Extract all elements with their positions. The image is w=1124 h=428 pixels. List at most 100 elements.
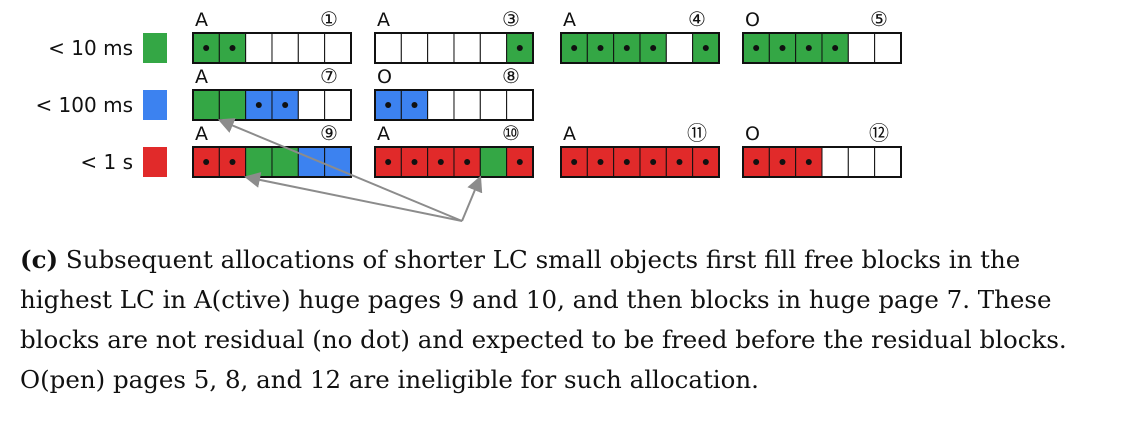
page-state-label: A	[563, 9, 576, 31]
free-block	[847, 32, 876, 64]
free-block	[479, 89, 508, 121]
residual-dot	[753, 45, 760, 51]
figure-caption: (c) Subsequent allocations of shorter LC…	[20, 240, 1110, 400]
residual-dot	[203, 159, 210, 165]
page-outline	[560, 146, 720, 178]
caption-text: Subsequent allocations of shorter LC sma…	[20, 245, 1067, 394]
residual-dot	[753, 159, 760, 165]
free-block	[479, 32, 508, 64]
free-block	[453, 32, 481, 64]
caption-label: (c)	[20, 245, 59, 274]
page-number-label: ⑫	[869, 121, 889, 145]
residual-dot	[702, 159, 709, 165]
page-number-label: ⑪	[687, 121, 707, 145]
residual-dot	[571, 45, 578, 51]
free-block	[427, 32, 455, 64]
residual-dot	[229, 45, 236, 51]
page-number-label: ③	[502, 7, 520, 31]
block	[245, 146, 273, 178]
free-block	[400, 32, 429, 64]
row-color-swatch	[143, 90, 167, 120]
free-block	[324, 89, 352, 121]
residual-dot	[203, 45, 210, 51]
residual-dot	[282, 102, 289, 108]
page-number-label: ⑦	[320, 64, 338, 88]
page-outline	[374, 32, 534, 64]
residual-dot	[597, 45, 604, 51]
residual-dot	[805, 45, 812, 51]
free-block	[324, 32, 352, 64]
page-state-label: A	[195, 9, 208, 31]
page-state-label: A	[195, 123, 208, 145]
residual-dot	[229, 159, 236, 165]
residual-block	[795, 32, 823, 64]
free-block	[297, 32, 326, 64]
residual-dot	[623, 159, 630, 165]
page-outline	[374, 146, 534, 178]
row-color-swatch	[143, 33, 167, 63]
page-number-label: ⑧	[502, 64, 520, 88]
residual-dot	[832, 45, 839, 51]
row-label: < 100 ms	[35, 93, 133, 117]
page-number-label: ④	[688, 7, 706, 31]
free-block	[506, 89, 534, 121]
page-outline	[742, 146, 902, 178]
row-color-swatch	[143, 147, 167, 177]
allocation-arrow	[461, 175, 483, 222]
free-block	[374, 32, 402, 64]
page-outline	[374, 89, 534, 121]
page-outline	[560, 32, 720, 64]
residual-dot	[464, 159, 471, 165]
free-block	[453, 89, 481, 121]
block	[479, 146, 508, 178]
residual-dot	[676, 159, 683, 165]
page-state-label: A	[563, 123, 576, 145]
page-outline	[192, 32, 352, 64]
residual-dot	[385, 102, 392, 108]
free-block	[821, 146, 849, 178]
residual-dot	[650, 159, 657, 165]
page-number-label: ⑨	[320, 121, 338, 145]
residual-dot	[571, 159, 578, 165]
page-outline	[742, 32, 902, 64]
page-outline	[192, 146, 352, 178]
residual-dot	[516, 45, 523, 51]
block	[218, 89, 247, 121]
residual-dot	[385, 159, 392, 165]
residual-dot	[623, 45, 630, 51]
free-block	[271, 32, 299, 64]
page-state-label: A	[377, 9, 390, 31]
page-state-label: A	[195, 66, 208, 88]
page-outline	[192, 89, 352, 121]
residual-dot	[650, 45, 657, 51]
row-label: < 10 ms	[48, 36, 133, 60]
allocation-arrow	[244, 172, 463, 222]
residual-dot	[779, 159, 786, 165]
residual-dot	[411, 159, 418, 165]
row-label: < 1 s	[80, 150, 133, 174]
residual-dot	[437, 159, 444, 165]
page-state-label: O	[745, 123, 760, 145]
free-block	[245, 32, 273, 64]
residual-dot	[597, 159, 604, 165]
page-number-label: ⑤	[870, 7, 888, 31]
free-block	[847, 146, 876, 178]
page-state-label: A	[377, 123, 390, 145]
free-block	[427, 89, 455, 121]
residual-dot	[255, 102, 262, 108]
page-state-label: O	[745, 9, 760, 31]
residual-dot	[779, 45, 786, 51]
residual-dot	[702, 45, 709, 51]
page-number-label: ⑩	[502, 121, 520, 145]
page-state-label: O	[377, 66, 392, 88]
